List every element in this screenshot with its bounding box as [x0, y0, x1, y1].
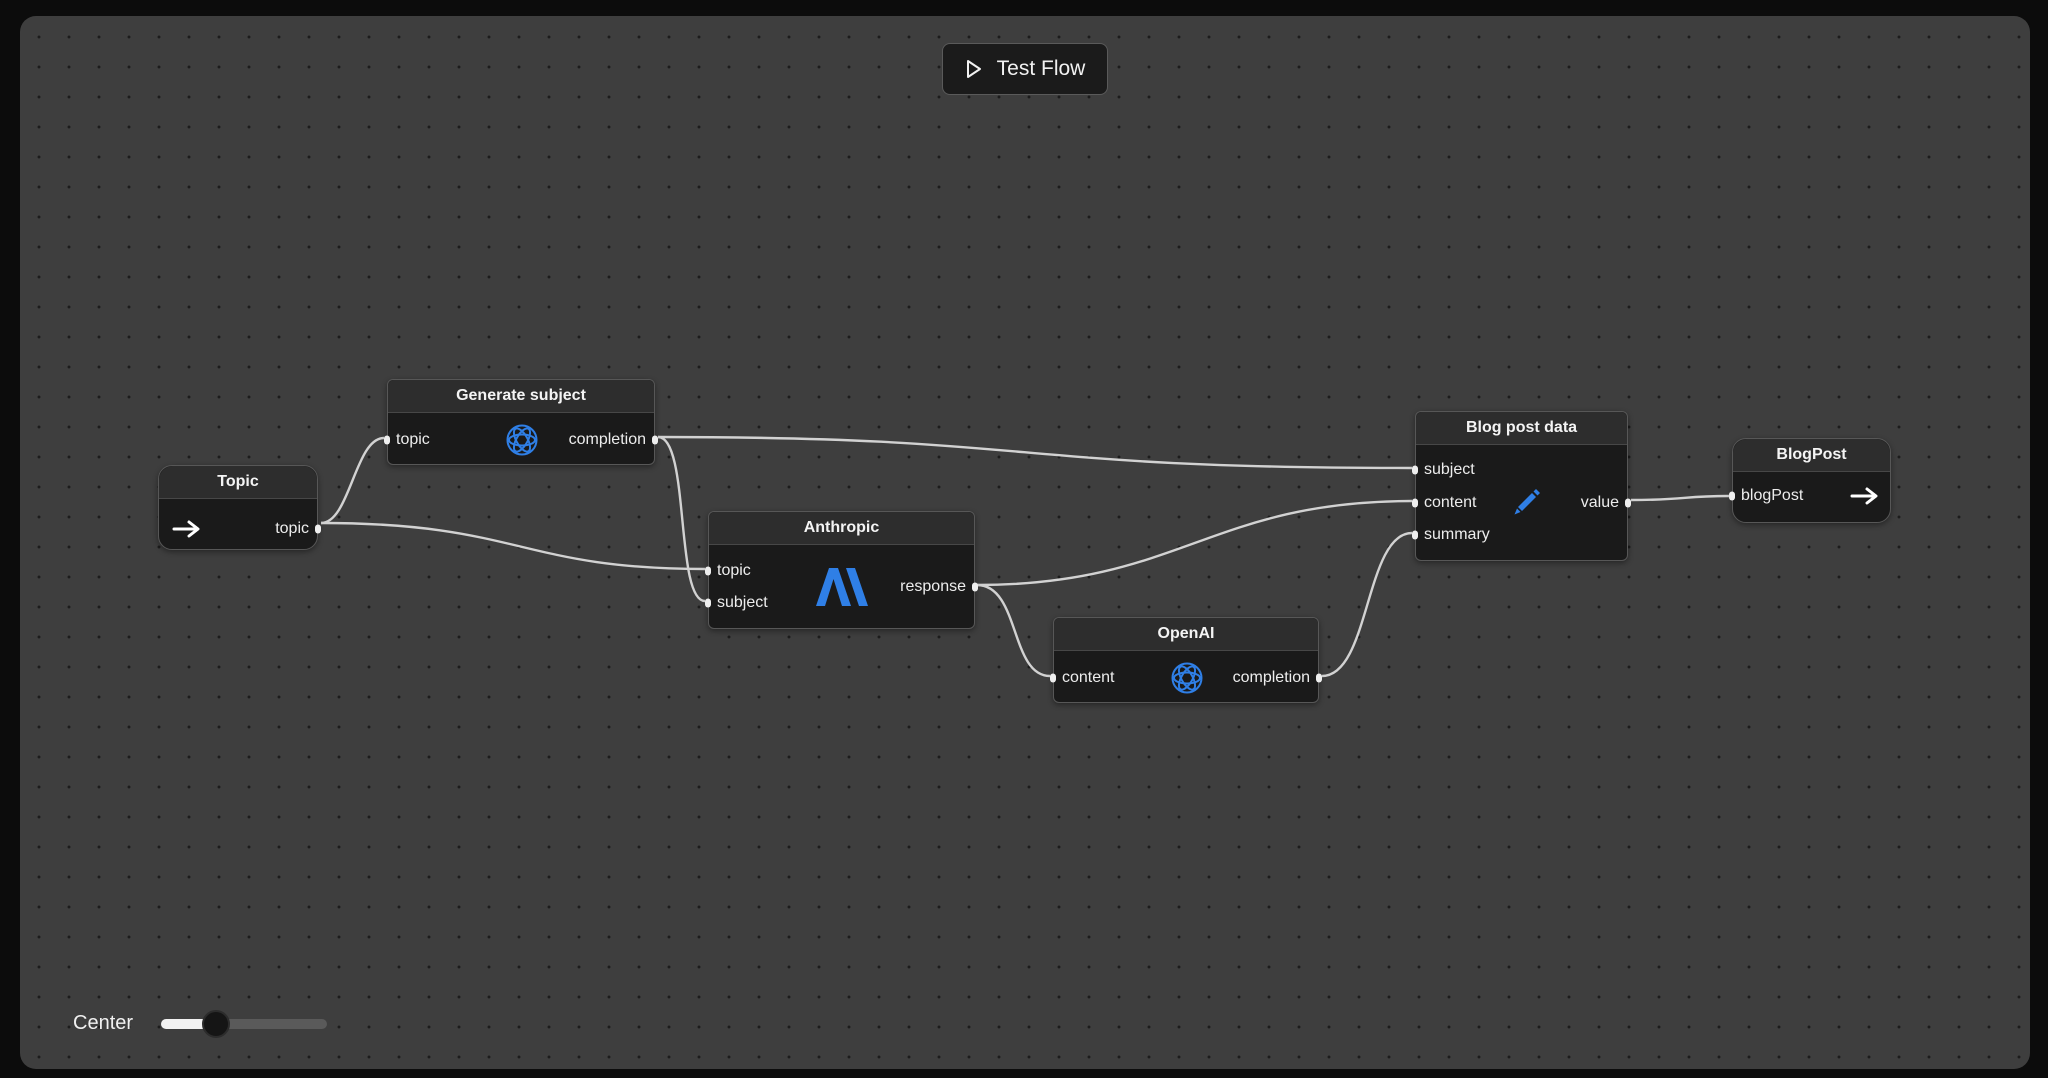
input-port-label: content: [1424, 494, 1477, 511]
input-handle[interactable]: [705, 566, 711, 576]
zoom-slider[interactable]: [161, 1009, 328, 1038]
node-title: Anthropic: [709, 512, 974, 545]
input-port-label: topic: [396, 430, 430, 448]
input-port-label: subject: [1424, 461, 1475, 478]
input-port-label: content: [1062, 668, 1115, 686]
input-handle[interactable]: [1412, 465, 1418, 475]
anthropic-icon: [816, 568, 868, 606]
node-title: Topic: [159, 466, 317, 499]
topic-input-node[interactable]: Topic topic: [158, 465, 321, 550]
openai-icon: [1171, 662, 1203, 693]
arrow-right-icon: [1850, 487, 1878, 505]
output-port-label: value: [1580, 494, 1619, 511]
openai-icon: [506, 424, 538, 455]
anthropic-node[interactable]: Anthropic topic subject response: [705, 511, 978, 629]
output-port-label: completion: [568, 430, 646, 448]
output-port-label: topic: [275, 520, 309, 538]
input-handle[interactable]: [1729, 491, 1735, 501]
input-port-label: topic: [717, 562, 751, 579]
input-handle[interactable]: [705, 598, 711, 608]
node-title: Generate subject: [388, 380, 654, 413]
input-handle[interactable]: [384, 435, 390, 444]
output-handle[interactable]: [652, 435, 658, 444]
arrow-right-icon: [172, 520, 200, 538]
blog-post-data-node[interactable]: Blog post data subject content summary v…: [1412, 411, 1631, 561]
output-handle[interactable]: [1316, 673, 1322, 682]
output-port-label: response: [900, 578, 966, 595]
output-port-label: completion: [1232, 668, 1310, 686]
input-handle[interactable]: [1412, 530, 1418, 540]
test-flow-label: Test Flow: [996, 57, 1086, 80]
node-title: BlogPost: [1733, 439, 1890, 472]
output-handle[interactable]: [972, 582, 978, 592]
input-port-label: subject: [717, 594, 768, 611]
test-flow-button[interactable]: Test Flow: [942, 43, 1108, 95]
output-handle[interactable]: [1625, 498, 1631, 508]
input-port-label: summary: [1424, 526, 1490, 543]
input-handle[interactable]: [1412, 498, 1418, 508]
input-port-label: blogPost: [1741, 486, 1804, 504]
zoom-slider-fill: [161, 1018, 216, 1029]
flow-canvas[interactable]: [20, 16, 2030, 1069]
play-icon: [966, 60, 981, 78]
generate-subject-node[interactable]: Generate subject topic completion: [384, 379, 658, 465]
node-title: Blog post data: [1416, 412, 1627, 445]
zoom-slider-thumb[interactable]: [201, 1009, 230, 1038]
input-handle[interactable]: [1050, 673, 1056, 682]
openai-node[interactable]: OpenAI content completion: [1050, 617, 1322, 703]
pencil-icon: [1514, 489, 1540, 515]
zoom-slider-track[interactable]: [161, 1018, 328, 1029]
output-handle[interactable]: [315, 524, 321, 534]
blogpost-output-node[interactable]: BlogPost blogPost: [1729, 438, 1891, 523]
node-title: OpenAI: [1054, 618, 1318, 651]
zoom-control: Center: [73, 1009, 328, 1038]
zoom-center-label[interactable]: Center: [73, 1012, 134, 1034]
